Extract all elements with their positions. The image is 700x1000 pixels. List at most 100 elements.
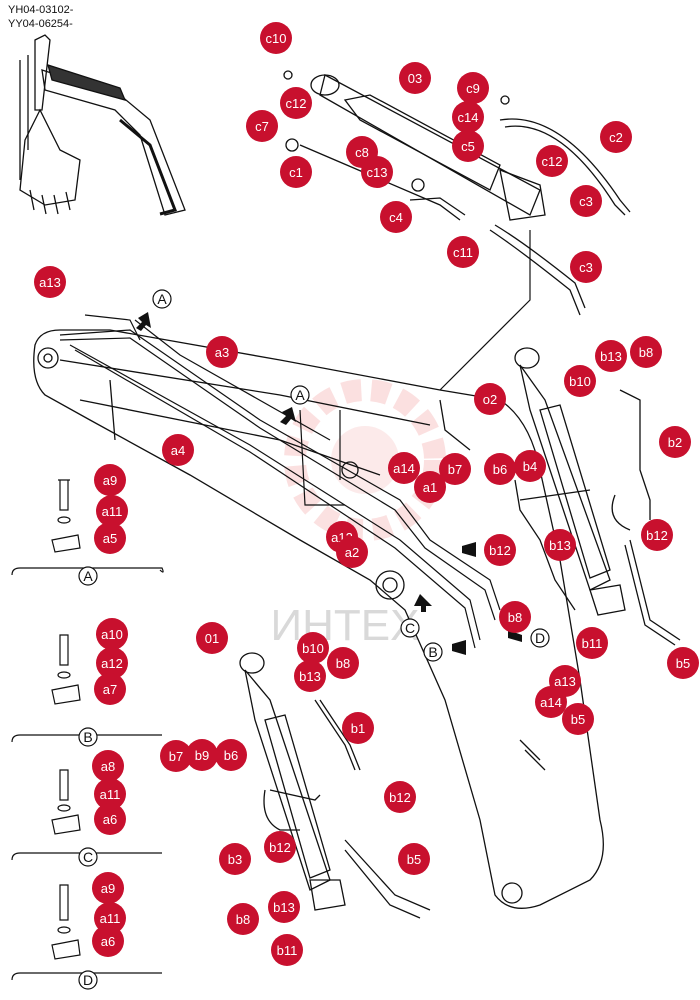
callout-label: b5: [571, 712, 585, 727]
callout-badge: [246, 110, 278, 142]
callout-b5: b5: [398, 843, 430, 875]
callout-a7: a7: [94, 673, 126, 705]
callout-label: a1: [423, 480, 437, 495]
callout-label: a13: [39, 275, 61, 290]
callout-badge: [94, 673, 126, 705]
callout-label: a6: [103, 812, 117, 827]
callout-label: b8: [508, 610, 522, 625]
callout-badge: [544, 529, 576, 561]
callout-b12: b12: [264, 831, 296, 863]
callout-b2: b2: [659, 426, 691, 458]
callout-label: a5: [103, 531, 117, 546]
view-marker-label: C: [405, 620, 415, 636]
callout-label: b12: [269, 840, 291, 855]
callout-badge: [94, 803, 126, 835]
callout-label: c5: [461, 139, 475, 154]
direction-arrows: [136, 312, 522, 655]
callout-label: a11: [100, 911, 121, 926]
view-marker-circle: [152, 289, 172, 309]
callout-badge: [380, 201, 412, 233]
callout-b8: b8: [499, 601, 531, 633]
callout-b9: b9: [186, 739, 218, 771]
callout-badge: [94, 522, 126, 554]
callout-label: b8: [336, 656, 350, 671]
inset-label-label: C: [83, 849, 93, 865]
callout-label: a10: [101, 627, 123, 642]
callout-c14: c14: [452, 101, 484, 133]
callout-badge: [564, 365, 596, 397]
callout-badge: [630, 336, 662, 368]
callout-c2: c2: [600, 121, 632, 153]
callout-badge: [641, 519, 673, 551]
inset-label-D: D: [78, 970, 98, 990]
callout-03: 03: [399, 62, 431, 94]
view-marker-A: A: [152, 289, 172, 309]
callout-label: b10: [302, 641, 324, 656]
callout-label: a11: [100, 787, 121, 802]
callout-badge: [280, 87, 312, 119]
callout-01: 01: [196, 622, 228, 654]
callout-badge: [260, 22, 292, 54]
callout-label: o2: [483, 392, 497, 407]
callout-label: b4: [523, 459, 537, 474]
callout-label: 01: [205, 631, 219, 646]
arm-structure: [33, 329, 604, 909]
callout-badge: [452, 130, 484, 162]
callout-label: b13: [299, 669, 321, 684]
callout-a11: a11: [94, 902, 126, 934]
callout-label: a14: [540, 695, 562, 710]
callout-badge: [667, 647, 699, 679]
callout-c13: c13: [361, 156, 393, 188]
callout-c5: c5: [452, 130, 484, 162]
inset-label-circle: [78, 847, 98, 867]
callout-badge: [514, 450, 546, 482]
callout-badge: [297, 632, 329, 664]
callout-badge: [327, 647, 359, 679]
callout-b12: b12: [384, 781, 416, 813]
callout-badge: [186, 739, 218, 771]
callout-label: b13: [600, 349, 622, 364]
callout-badge: [447, 236, 479, 268]
callout-b6: b6: [484, 453, 516, 485]
callout-label: b5: [407, 852, 421, 867]
callout-label: b1: [351, 721, 365, 736]
callout-b10: b10: [297, 632, 329, 664]
part-code-2: YY04-06254-: [8, 18, 73, 30]
callout-b13: b13: [268, 891, 300, 923]
callout-badge: [452, 101, 484, 133]
callout-badge: [34, 266, 66, 298]
callout-badge: [398, 843, 430, 875]
view-marker-C: C: [400, 618, 420, 638]
callout-label: c3: [579, 260, 593, 275]
callout-badge: [659, 426, 691, 458]
callout-badge: [384, 781, 416, 813]
callout-a6: a6: [94, 803, 126, 835]
view-marker-D: D: [530, 628, 550, 648]
callout-label: a13: [554, 674, 576, 689]
callout-label: a9: [103, 473, 117, 488]
callout-label: b7: [169, 749, 183, 764]
callout-label: b7: [448, 462, 462, 477]
callout-badge: [600, 121, 632, 153]
callout-b6: b6: [215, 739, 247, 771]
callout-c11: c11: [447, 236, 479, 268]
callout-badge: [94, 902, 126, 934]
callout-label: a3: [215, 345, 229, 360]
inset-label-label: B: [83, 729, 92, 745]
inset-label-label: D: [83, 972, 93, 988]
callout-a11: a11: [94, 778, 126, 810]
callout-a5: a5: [94, 522, 126, 554]
callout-label: b2: [668, 435, 682, 450]
callout-label: a2: [345, 545, 359, 560]
inset-label-B: B: [78, 727, 98, 747]
callout-o2: o2: [474, 383, 506, 415]
callout-badge: [96, 495, 128, 527]
callout-a13: a13: [34, 266, 66, 298]
callout-a14: a14: [535, 686, 567, 718]
callout-badge: [484, 534, 516, 566]
hydraulic-pipes: [59, 230, 531, 649]
callout-c3: c3: [570, 185, 602, 217]
